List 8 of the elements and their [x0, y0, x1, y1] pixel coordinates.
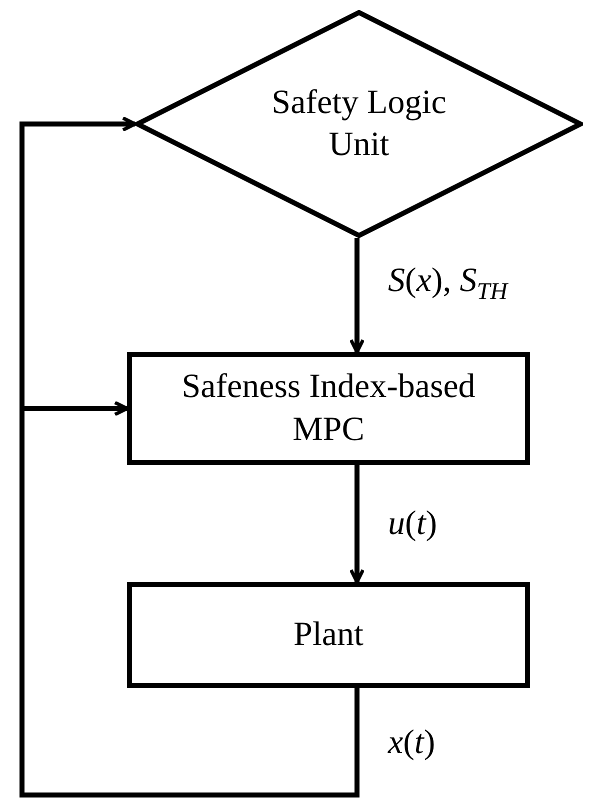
- node-label: Safeness Index-based MPC: [180, 367, 476, 450]
- node-label: Plant: [294, 614, 364, 655]
- process-box: [127, 352, 530, 465]
- arrow: [349, 238, 365, 354]
- arrow: [349, 465, 365, 584]
- node-label: Safety Logic Unit: [270, 82, 448, 165]
- process-box: [127, 582, 530, 688]
- decision-diamond: [135, 10, 583, 238]
